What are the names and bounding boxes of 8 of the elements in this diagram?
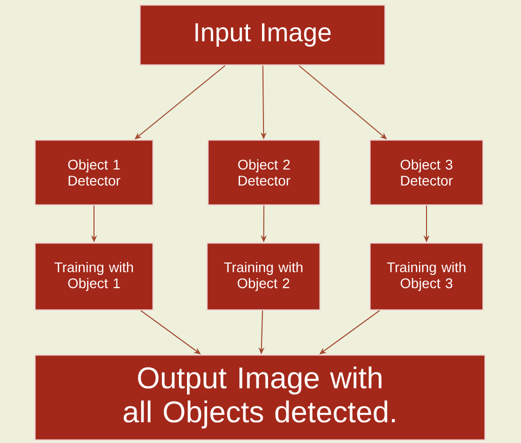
process-box: Training with Object 1 bbox=[34, 242, 154, 311]
process-box: Object 2 Detector bbox=[207, 139, 321, 206]
process-box: Object 3 Detector bbox=[369, 139, 484, 206]
process-box: Output Image with all Objects detected. bbox=[34, 354, 486, 441]
process-box: Object 1 Detector bbox=[34, 139, 154, 206]
process-box: Input Image bbox=[139, 4, 386, 66]
process-box: Training with Object 3 bbox=[369, 242, 484, 311]
process-box: Training with Object 2 bbox=[206, 242, 321, 311]
